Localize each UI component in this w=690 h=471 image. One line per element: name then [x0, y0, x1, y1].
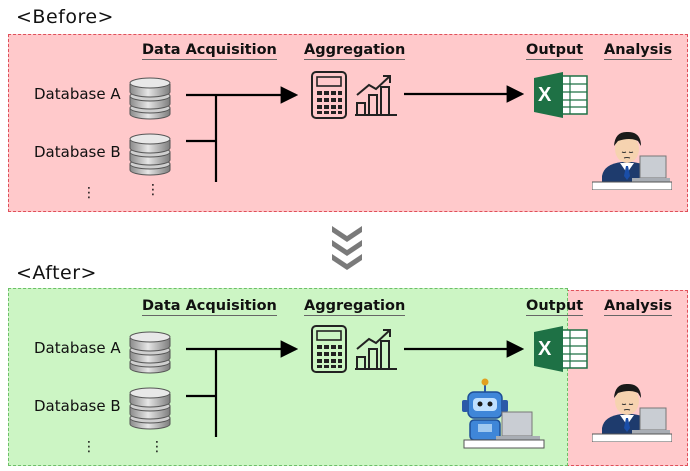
robot-icon	[462, 378, 545, 449]
before-excel-letter: X	[538, 84, 552, 106]
after-header-output: Output	[526, 298, 584, 316]
after-excel-letter: X	[538, 338, 552, 360]
after-database-a-label: Database A	[34, 339, 121, 357]
chevron-down-icon	[332, 226, 362, 270]
before-header-output: Output	[526, 42, 584, 60]
after-header-aggregation: Aggregation	[304, 298, 406, 316]
after-calculator-icon	[311, 325, 347, 373]
before-database-a-label: Database A	[34, 85, 121, 103]
before-header-analysis: Analysis	[604, 42, 672, 60]
after-database-b-label: Database B	[34, 397, 121, 415]
before-header-acquisition: Data Acquisition	[142, 42, 277, 60]
after-analyst-icon	[592, 382, 672, 442]
after-chart-icon	[354, 327, 398, 371]
after-header-acquisition: Data Acquisition	[142, 298, 277, 316]
before-title: <Before>	[16, 6, 114, 28]
before-header-aggregation: Aggregation	[304, 42, 406, 60]
after-excel-icon: X	[533, 326, 589, 372]
before-excel-icon: X	[533, 72, 589, 118]
after-title: <After>	[16, 262, 97, 284]
before-database-b-label: Database B	[34, 143, 121, 161]
before-panel	[8, 34, 688, 212]
after-header-analysis: Analysis	[604, 298, 672, 316]
